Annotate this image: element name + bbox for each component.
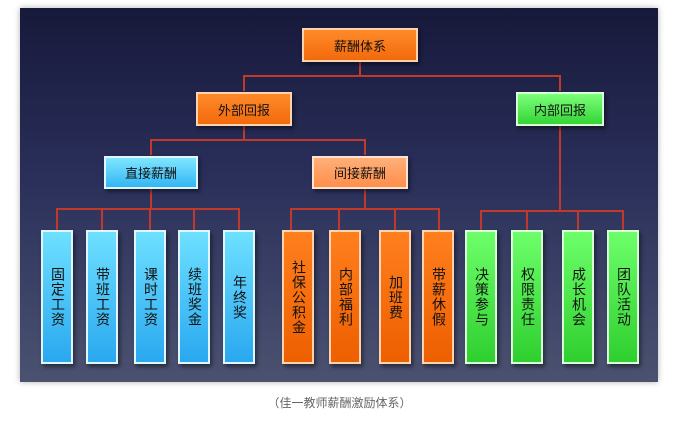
leaf-growth-opportunity: 成长机会 [562,230,594,364]
internal-node: 内部回报 [516,92,604,126]
leaf-continuing-bonus: 续班奖金 [178,230,210,364]
root-label: 薪酬体系 [333,39,386,55]
connector [577,210,579,230]
connector [243,126,245,140]
connector [438,208,440,230]
leaf-class-salary: 带班工资 [86,230,118,364]
external-label: 外部回报 [217,103,270,119]
direct-label: 直接薪酬 [124,167,177,182]
connector [238,208,240,230]
connector [290,208,440,210]
connector [243,75,561,77]
connector [480,210,482,230]
connector [243,75,245,91]
connector [338,208,340,230]
connector [150,189,152,209]
connector [559,75,561,91]
connector [394,208,396,230]
leaf-social-insurance: 社保公积金 [282,230,314,364]
direct-node: 直接薪酬 [104,156,198,189]
diagram-panel: 薪酬体系 外部回报 内部回报 直接薪酬 间接薪酬 固定工资 带班工资 课时工资 … [20,8,658,382]
leaf-internal-welfare: 内部福利 [329,230,361,364]
indirect-node: 间接薪酬 [312,156,408,189]
connector [150,139,152,155]
connector [559,125,561,211]
connector [56,208,240,210]
connector [364,189,366,209]
internal-label: 内部回报 [533,103,586,119]
leaf-team-activity: 团队活动 [607,230,639,364]
leaf-year-end-bonus: 年终奖 [223,230,255,364]
leaf-paid-leave: 带薪休假 [422,230,454,364]
leaf-authority-responsibility: 权限责任 [511,230,543,364]
connector [364,139,366,155]
connector [622,210,624,230]
connector [56,208,58,230]
connector [480,210,624,212]
connector [290,208,292,230]
root-node: 薪酬体系 [302,28,418,62]
leaf-hour-salary: 课时工资 [134,230,166,364]
connector [359,62,361,76]
connector [101,208,103,230]
external-node: 外部回报 [196,92,292,126]
leaf-overtime-pay: 加班费 [379,230,411,364]
figure-caption: （佳一教师薪酬激励体系） [267,396,412,410]
connector [149,208,151,230]
connector [150,139,366,141]
connector [193,208,195,230]
indirect-label: 间接薪酬 [333,167,386,182]
leaf-decision-participation: 决策参与 [465,230,497,364]
leaf-fixed-salary: 固定工资 [41,230,73,364]
connector [526,210,528,230]
